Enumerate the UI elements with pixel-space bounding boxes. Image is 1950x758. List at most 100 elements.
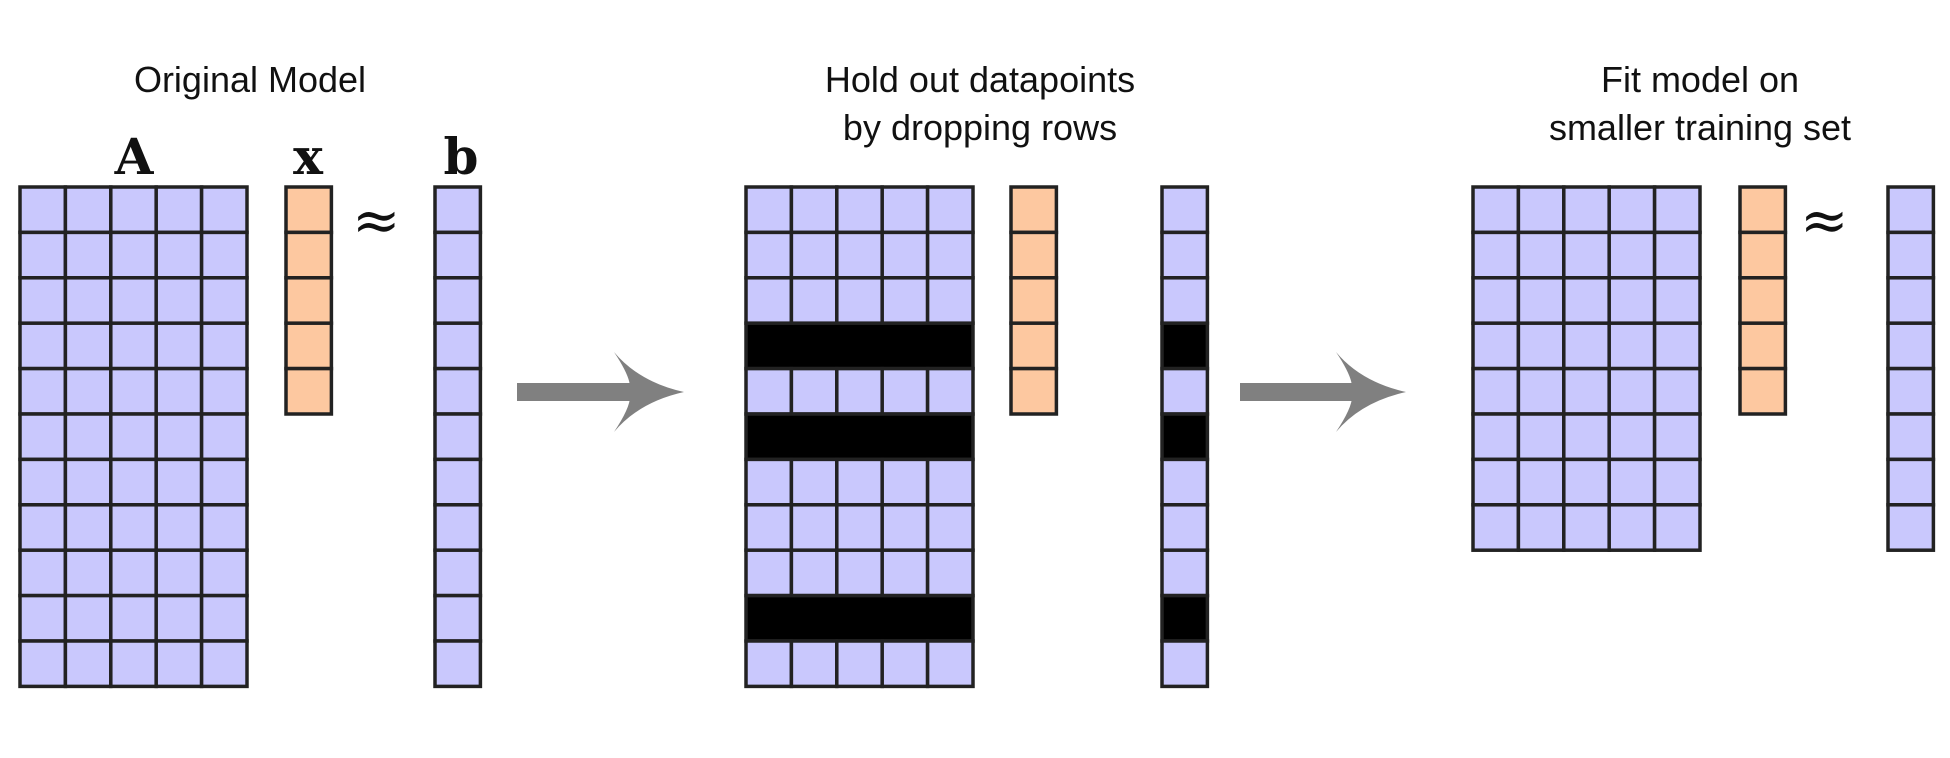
matrix-cell [1562, 276, 1611, 325]
target-label-b: b [443, 127, 479, 186]
matrix-cell [1471, 503, 1521, 552]
matrix-cell [1652, 366, 1702, 416]
matrix-cell [199, 185, 249, 235]
caption-line: smaller training set [1548, 107, 1852, 148]
target-cell [1886, 457, 1936, 507]
matrix-cell [154, 503, 204, 552]
matrix-cell [1607, 276, 1657, 325]
matrix-cell [1652, 457, 1702, 507]
target-cell [1886, 503, 1936, 552]
matrix-cell [925, 548, 975, 598]
caption-line: Hold out datapoints [824, 59, 1136, 100]
matrix-cell [1471, 457, 1521, 507]
matrix-cell [109, 548, 158, 598]
approx-symbol: ≈ [352, 186, 401, 254]
matrix-cell [789, 503, 839, 552]
caption-line: by dropping rows [842, 107, 1118, 148]
matrix-cell [925, 276, 975, 325]
matrix-cell [1652, 503, 1702, 552]
matrix-cell [925, 230, 975, 280]
arrow-shaft [1240, 383, 1366, 401]
matrix-cell [1652, 185, 1702, 235]
matrix-cell [744, 185, 794, 235]
matrix-cell [789, 276, 839, 325]
target-cell [433, 412, 483, 462]
matrix-cell [925, 366, 975, 416]
matrix-cell [109, 230, 158, 280]
matrix-cell [880, 230, 930, 280]
target-cell [433, 185, 483, 235]
target-dropped-cell [1160, 412, 1210, 462]
matrix-cell [109, 457, 158, 507]
matrix-cell [63, 276, 113, 325]
matrix-cell [154, 457, 204, 507]
matrix-cell [1471, 412, 1521, 462]
matrix-cell [880, 639, 930, 689]
matrix-cell [1516, 276, 1566, 325]
matrix-cell [199, 276, 249, 325]
target-cell [1160, 185, 1210, 235]
target-cell [433, 321, 483, 371]
matrix-cell [1516, 457, 1566, 507]
arrows [517, 352, 1406, 432]
target-cell [1886, 366, 1936, 416]
caption-hold-out: Hold out datapoints by dropping rows [760, 56, 1200, 152]
matrix-cell [109, 639, 158, 689]
matrix-cell [154, 185, 204, 235]
matrix-cell [1562, 412, 1611, 462]
matrix-cell [199, 412, 249, 462]
dropped-row [744, 412, 975, 462]
matrix-cell [1652, 276, 1702, 325]
matrix-cell [154, 276, 204, 325]
matrix-cell [835, 548, 884, 598]
matrix-cell [154, 230, 204, 280]
matrix-cell [1562, 366, 1611, 416]
vector-cell [1738, 185, 1788, 235]
vector-cell [1738, 276, 1788, 325]
matrix-cell [880, 366, 930, 416]
vector-cell [1009, 366, 1059, 416]
matrix-cell [744, 366, 794, 416]
matrix-cell [154, 412, 204, 462]
matrix-cell [18, 412, 68, 462]
matrix-cell [744, 639, 794, 689]
matrix-cell [744, 503, 794, 552]
target-dropped-cell [1160, 321, 1210, 371]
matrix-cell [1471, 185, 1521, 235]
matrix-cell [154, 593, 204, 643]
matrix-cell [925, 639, 975, 689]
matrix-cell [199, 548, 249, 598]
matrix-cell [1607, 185, 1657, 235]
vector-label-x: x [293, 127, 323, 186]
matrix-cell [18, 548, 68, 598]
vector-cell [1009, 230, 1059, 280]
target-cell [1160, 457, 1210, 507]
matrix-cell [154, 366, 204, 416]
matrix-cell [789, 639, 839, 689]
matrix-cell [1562, 321, 1611, 371]
arrow-1-head [614, 352, 684, 432]
matrix-cell [835, 230, 884, 280]
matrix-cell [1516, 412, 1566, 462]
matrix-cell [1516, 230, 1566, 280]
target-dropped-cell [1160, 593, 1210, 643]
target-cell [433, 503, 483, 552]
matrix-cell [18, 321, 68, 371]
caption-line: Fit model on [1600, 59, 1800, 100]
target-cell [1886, 230, 1936, 280]
matrix-cell [199, 639, 249, 689]
caption-original-model: Original Model [80, 56, 420, 104]
matrix-cell [1652, 321, 1702, 371]
matrix-cell [63, 548, 113, 598]
matrix-cell [1516, 321, 1566, 371]
matrix-cell [744, 230, 794, 280]
target-cell [1886, 412, 1936, 462]
matrix-cell [835, 366, 884, 416]
matrix-cell [18, 593, 68, 643]
matrix-cell [789, 548, 839, 598]
matrix-cell [1562, 230, 1611, 280]
matrix-cell [199, 230, 249, 280]
matrix-cell [63, 412, 113, 462]
vector-cell [1009, 185, 1059, 235]
matrix-cell [880, 503, 930, 552]
